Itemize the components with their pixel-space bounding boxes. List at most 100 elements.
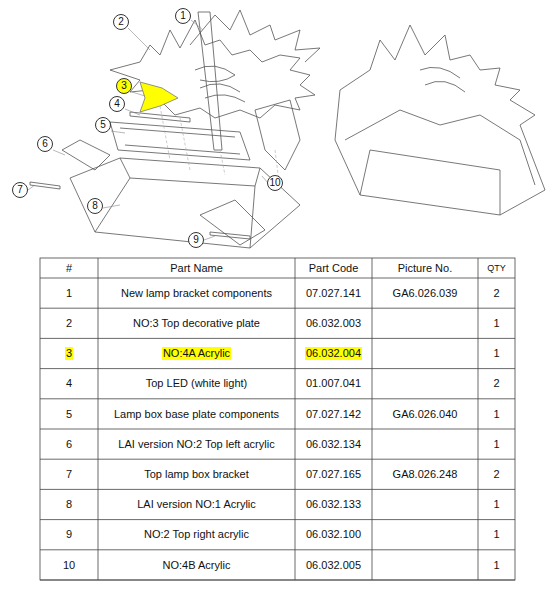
table-cell: 2 <box>65 317 73 330</box>
table-cell-box: 06.032.003 <box>295 308 372 338</box>
header-text: Part Name <box>169 262 224 275</box>
header-text: Part Code <box>308 262 360 275</box>
table-cell-box: 1 <box>478 550 515 580</box>
table-cell: 1 <box>492 347 500 360</box>
table-cell: Top lamp box bracket <box>143 468 250 481</box>
callout-number: 8 <box>87 198 103 214</box>
acrylic-4a <box>140 82 178 112</box>
assembled-view <box>335 25 545 215</box>
table-cell: NO:3 Top decorative plate <box>132 317 261 330</box>
table-cell-box: NO:4B Acrylic <box>98 550 295 580</box>
table-cell-box: 06.032.004 <box>295 338 372 368</box>
table-cell-box: 2 <box>478 278 515 308</box>
table-cell: Lamp box base plate components <box>113 408 280 421</box>
lamp-box-bracket <box>30 182 250 239</box>
base-plate <box>110 122 250 160</box>
table-cell: Top LED (white light) <box>145 377 249 390</box>
wing-detail <box>195 66 245 102</box>
table-cell-box: 07.027.142 <box>295 399 372 429</box>
table-header: Part Code <box>295 258 372 278</box>
table-cell: 07.027.165 <box>305 468 362 481</box>
table-cell-box: 1 <box>478 338 515 368</box>
table-cell: 1 <box>492 438 500 451</box>
table-cell: 9 <box>65 528 73 541</box>
table-cell-box: Top LED (white light) <box>98 369 295 399</box>
table-cell: 1 <box>492 498 500 511</box>
table-cell: 1 <box>492 408 500 421</box>
table-cell: 06.032.134 <box>305 438 362 451</box>
table-cell-box: 06.032.100 <box>295 520 372 550</box>
table-cell: 10 <box>62 559 76 572</box>
callout-number: 1 <box>175 8 191 24</box>
callout-number: 5 <box>95 117 111 133</box>
table-cell-box: 4 <box>40 369 98 399</box>
table-cell: 06.032.003 <box>305 317 362 330</box>
table-header: Part Name <box>98 258 295 278</box>
table-cell-box: 1 <box>478 429 515 459</box>
table-cell: 5 <box>65 408 73 421</box>
table-cell: 01.007.041 <box>305 377 362 390</box>
right-acrylic <box>200 200 265 245</box>
table-cell-box: 1 <box>478 308 515 338</box>
table-cell: 06.032.005 <box>305 559 362 572</box>
table-cell: 1 <box>492 528 500 541</box>
table-cell: 1 <box>492 317 500 330</box>
table-cell-box: 1 <box>40 278 98 308</box>
table-cell-box: 1 <box>478 520 515 550</box>
table-cell: 2 <box>492 377 500 390</box>
table-cell: LAI version NO:2 Top left acrylic <box>117 438 275 451</box>
table-cell-box: GA6.026.039 <box>372 278 478 308</box>
table-cell-box: 06.032.133 <box>295 489 372 519</box>
table-cell-box: 9 <box>40 520 98 550</box>
table-cell-box: NO:3 Top decorative plate <box>98 308 295 338</box>
table-cell-box: NO:2 Top right acrylic <box>98 520 295 550</box>
callout-number: 10 <box>267 175 283 191</box>
table-cell-box: Top lamp box bracket <box>98 459 295 489</box>
table-cell-box: 1 <box>478 489 515 519</box>
table-cell-box: 10 <box>40 550 98 580</box>
table-cell-box: 2 <box>40 308 98 338</box>
table-cell-box: 2 <box>478 369 515 399</box>
acrylic-4b <box>255 100 300 170</box>
leader-line <box>28 20 268 240</box>
header-text: QTY <box>486 263 507 273</box>
callout-number: 4 <box>109 96 125 112</box>
lamp-box <box>70 158 300 248</box>
table-cell-box: NO:4A Acrylic <box>98 338 295 368</box>
table-cell: 4 <box>65 377 73 390</box>
table-cell-box: 3 <box>40 338 98 368</box>
table-cell: NO:4B Acrylic <box>162 559 232 572</box>
table-cell-box: 1 <box>478 399 515 429</box>
left-acrylic <box>62 140 110 170</box>
wing-plate <box>110 20 315 118</box>
table-cell-box: New lamp bracket components <box>98 278 295 308</box>
table-cell: 06.032.100 <box>305 528 362 541</box>
table-cell: 06.032.004 <box>305 347 362 360</box>
table-header: Picture No. <box>372 258 478 278</box>
header-text: Picture No. <box>397 262 453 275</box>
table-header: # <box>40 258 98 278</box>
table-cell-box: Lamp box base plate components <box>98 399 295 429</box>
table-cell: 2 <box>492 287 500 300</box>
table-cell: NO:4A Acrylic <box>162 347 231 360</box>
table-cell-box: GA8.026.248 <box>372 459 478 489</box>
table-cell: 6 <box>65 438 73 451</box>
table-cell-box: 5 <box>40 399 98 429</box>
table-cell-box: GA6.026.040 <box>372 399 478 429</box>
table-cell-box: 06.032.134 <box>295 429 372 459</box>
top-led <box>130 112 190 122</box>
table-cell: 2 <box>492 468 500 481</box>
table-cell-box: 8 <box>40 489 98 519</box>
table-cell-box: 7 <box>40 459 98 489</box>
table-cell: 3 <box>65 347 73 360</box>
header-text: # <box>65 262 73 275</box>
table-cell: 07.027.142 <box>305 408 362 421</box>
table-cell: NO:2 Top right acrylic <box>143 528 250 541</box>
parts-table <box>40 258 515 580</box>
table-cell-box: 01.007.041 <box>295 369 372 399</box>
assembled-detail <box>420 67 465 92</box>
table-cell: GA6.026.040 <box>392 408 459 421</box>
table-cell: 06.032.133 <box>305 498 362 511</box>
callout-number: 7 <box>12 182 28 198</box>
